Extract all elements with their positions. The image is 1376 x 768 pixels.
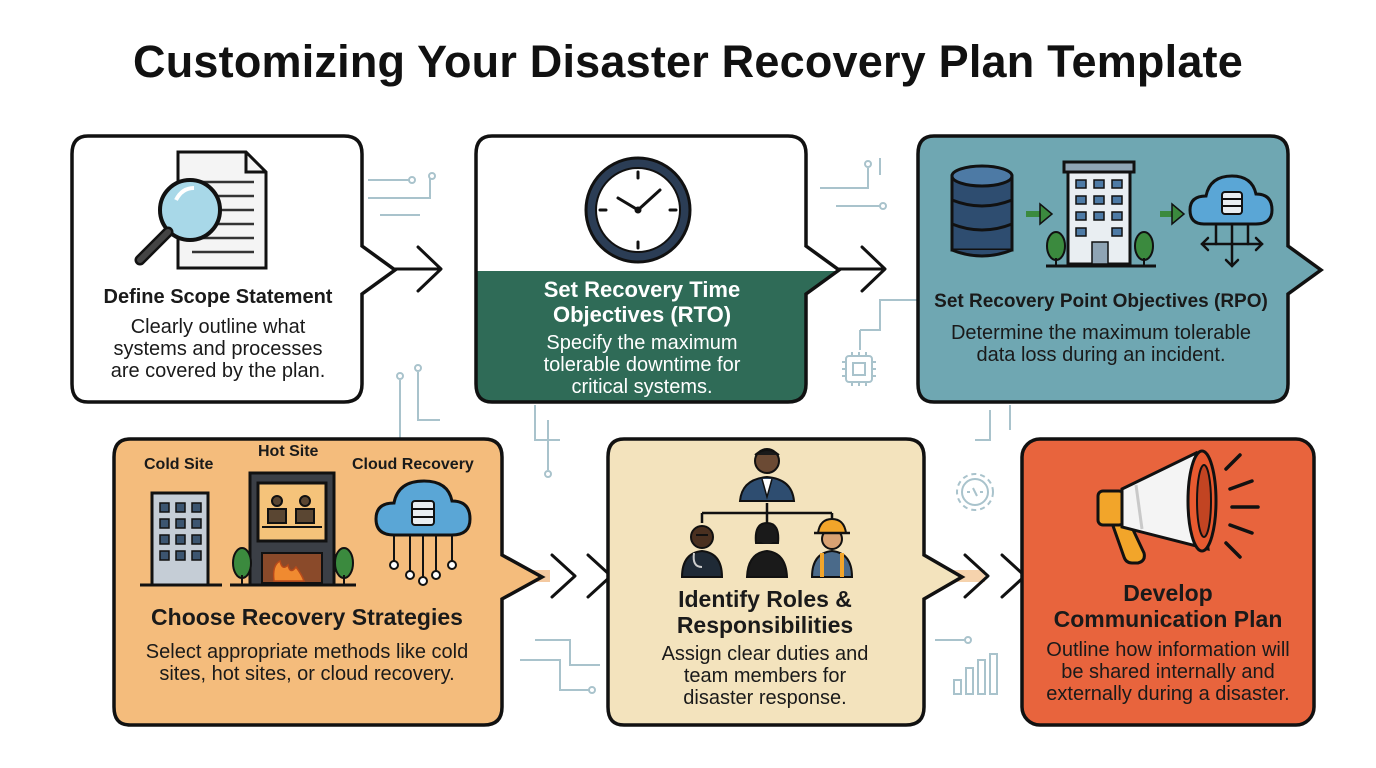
step-heading: Define Scope Statement xyxy=(103,286,333,308)
database-building-cloud-icon xyxy=(950,160,1274,268)
card-shape xyxy=(606,437,966,727)
step-card-rpo: Set Recovery Point Objectives (RPO) Dete… xyxy=(916,134,1326,404)
step-heading: Set Recovery Point Objectives (RPO) xyxy=(934,291,1268,312)
cloud-recovery-label: Cloud Recovery xyxy=(352,456,474,473)
magnifier-document-icon xyxy=(134,150,268,270)
step-description: Assign clear duties and team members for… xyxy=(661,643,869,709)
clock-icon xyxy=(584,156,692,264)
step-description: Outline how information will be shared i… xyxy=(1046,639,1290,705)
step-card-recovery-strategies: Cold Site Hot Site Cloud Recovery xyxy=(112,437,558,729)
step-heading: Choose Recovery Strategies xyxy=(151,604,463,630)
step-card-roles: Identify Roles & Responsibilities Assign… xyxy=(606,437,968,729)
hot-site-label: Hot Site xyxy=(258,443,319,460)
step-description: Specify the maximum tolerable downtime f… xyxy=(543,332,741,398)
step-heading: Set Recovery Time Objectives (RTO) xyxy=(543,277,741,327)
step-heading: Develop Communication Plan xyxy=(1053,580,1283,632)
megaphone-icon xyxy=(1096,449,1260,565)
card-shape xyxy=(1020,437,1316,727)
page-title: Customizing Your Disaster Recovery Plan … xyxy=(133,36,1243,87)
step-description: Determine the maximum tolerable data los… xyxy=(950,322,1252,366)
org-chart-icon xyxy=(680,448,854,578)
step-card-define-scope: Define Scope Statement Clearly outline w… xyxy=(70,134,400,404)
cold-site-label: Cold Site xyxy=(144,456,214,473)
sites-icon xyxy=(140,471,472,587)
step-card-communication: Develop Communication Plan Outline how i… xyxy=(1020,437,1316,729)
step-description: Select appropriate methods like cold sit… xyxy=(145,641,469,685)
step-description: Clearly outline what systems and process… xyxy=(110,316,326,382)
step-heading: Identify Roles & Responsibilities xyxy=(676,586,854,638)
step-card-rto: Set Recovery Time Objectives (RTO) Speci… xyxy=(474,134,844,404)
